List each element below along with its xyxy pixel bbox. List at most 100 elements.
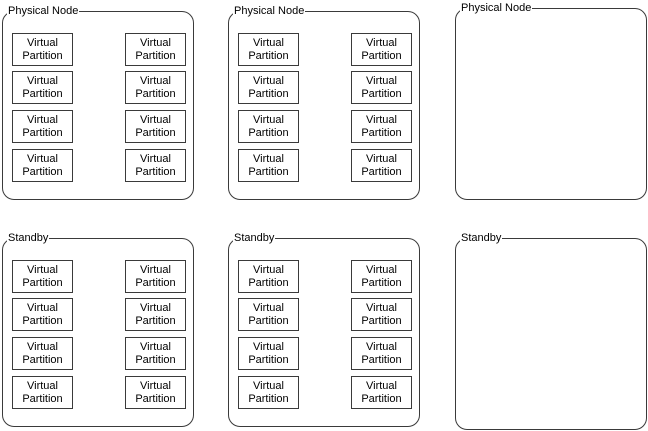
virtual-partition-label: Virtual [366,263,397,276]
virtual-partition-label: Partition [22,392,63,405]
virtual-partition-label: Virtual [140,113,171,126]
virtual-partition-label: Partition [135,314,176,327]
virtual-partition-label: Virtual [366,301,397,314]
virtual-partition-label: Partition [22,126,63,139]
virtual-partition-label: Virtual [253,340,284,353]
virtual-partition-label: Virtual [253,74,284,87]
node-box-6: Standby [455,232,647,430]
virtual-partition-label: Virtual [253,152,284,165]
virtual-partition-label: Virtual [140,379,171,392]
virtual-partition-label: Virtual [27,36,58,49]
virtual-partition-label: Partition [361,49,402,62]
node-label: Physical Node [460,2,533,14]
virtual-partition-label: Partition [22,353,63,366]
virtual-partition-label: Partition [135,49,176,62]
virtual-partition-label: Partition [135,126,176,139]
virtual-partition-label: Partition [248,392,289,405]
node-label: Standby [7,232,50,244]
node-box-3: Physical Node [455,2,647,200]
virtual-partition-label: Partition [248,165,289,178]
virtual-partition-label: Partition [248,126,289,139]
virtual-partition-label: Partition [135,165,176,178]
virtual-partition-label: Partition [22,165,63,178]
virtual-partition-label: Virtual [140,340,171,353]
node-label: Standby [233,232,276,244]
virtual-partition-label: Virtual [253,113,284,126]
virtual-partition-label: Partition [361,314,402,327]
virtual-partition-label: Virtual [253,36,284,49]
virtual-partition-label: Partition [361,165,402,178]
virtual-partition-label: Virtual [27,301,58,314]
virtual-partition-label: Virtual [140,36,171,49]
virtual-partition-label: Partition [361,353,402,366]
virtual-partition-label: Virtual [253,263,284,276]
virtual-partition-label: Virtual [366,74,397,87]
virtual-partition-label: Partition [361,87,402,100]
virtual-partition-label: Partition [135,353,176,366]
virtual-partition-label: Partition [361,392,402,405]
virtual-partition-label: Virtual [27,379,58,392]
virtual-partition-label: Partition [248,353,289,366]
virtual-partition-label: Partition [361,126,402,139]
virtual-partition-label: Virtual [140,74,171,87]
node-label: Physical Node [7,5,80,17]
virtual-partition-label: Virtual [366,340,397,353]
virtual-partition-label: Partition [361,276,402,289]
node-label: Standby [460,232,503,244]
virtual-partition-label: Partition [248,87,289,100]
virtual-partition-label: Partition [248,276,289,289]
virtual-partition-label: Partition [22,276,63,289]
virtual-partition-label: Virtual [140,263,171,276]
node-label: Physical Node [233,5,306,17]
virtual-partition-label: Partition [22,87,63,100]
virtual-partition-label: Virtual [140,301,171,314]
virtual-partition-label: Partition [22,314,63,327]
virtual-partition-label: Virtual [366,152,397,165]
virtual-partition-label: Virtual [27,74,58,87]
virtual-partition-label: Partition [22,49,63,62]
virtual-partition-label: Virtual [253,301,284,314]
virtual-partition-label: Partition [135,276,176,289]
virtual-partition-label: Virtual [366,379,397,392]
virtual-partition-label: Partition [248,314,289,327]
virtual-partition-label: Partition [135,392,176,405]
virtual-partition-label: Virtual [27,263,58,276]
virtual-partition-label: Partition [248,49,289,62]
virtual-partition-label: Partition [135,87,176,100]
